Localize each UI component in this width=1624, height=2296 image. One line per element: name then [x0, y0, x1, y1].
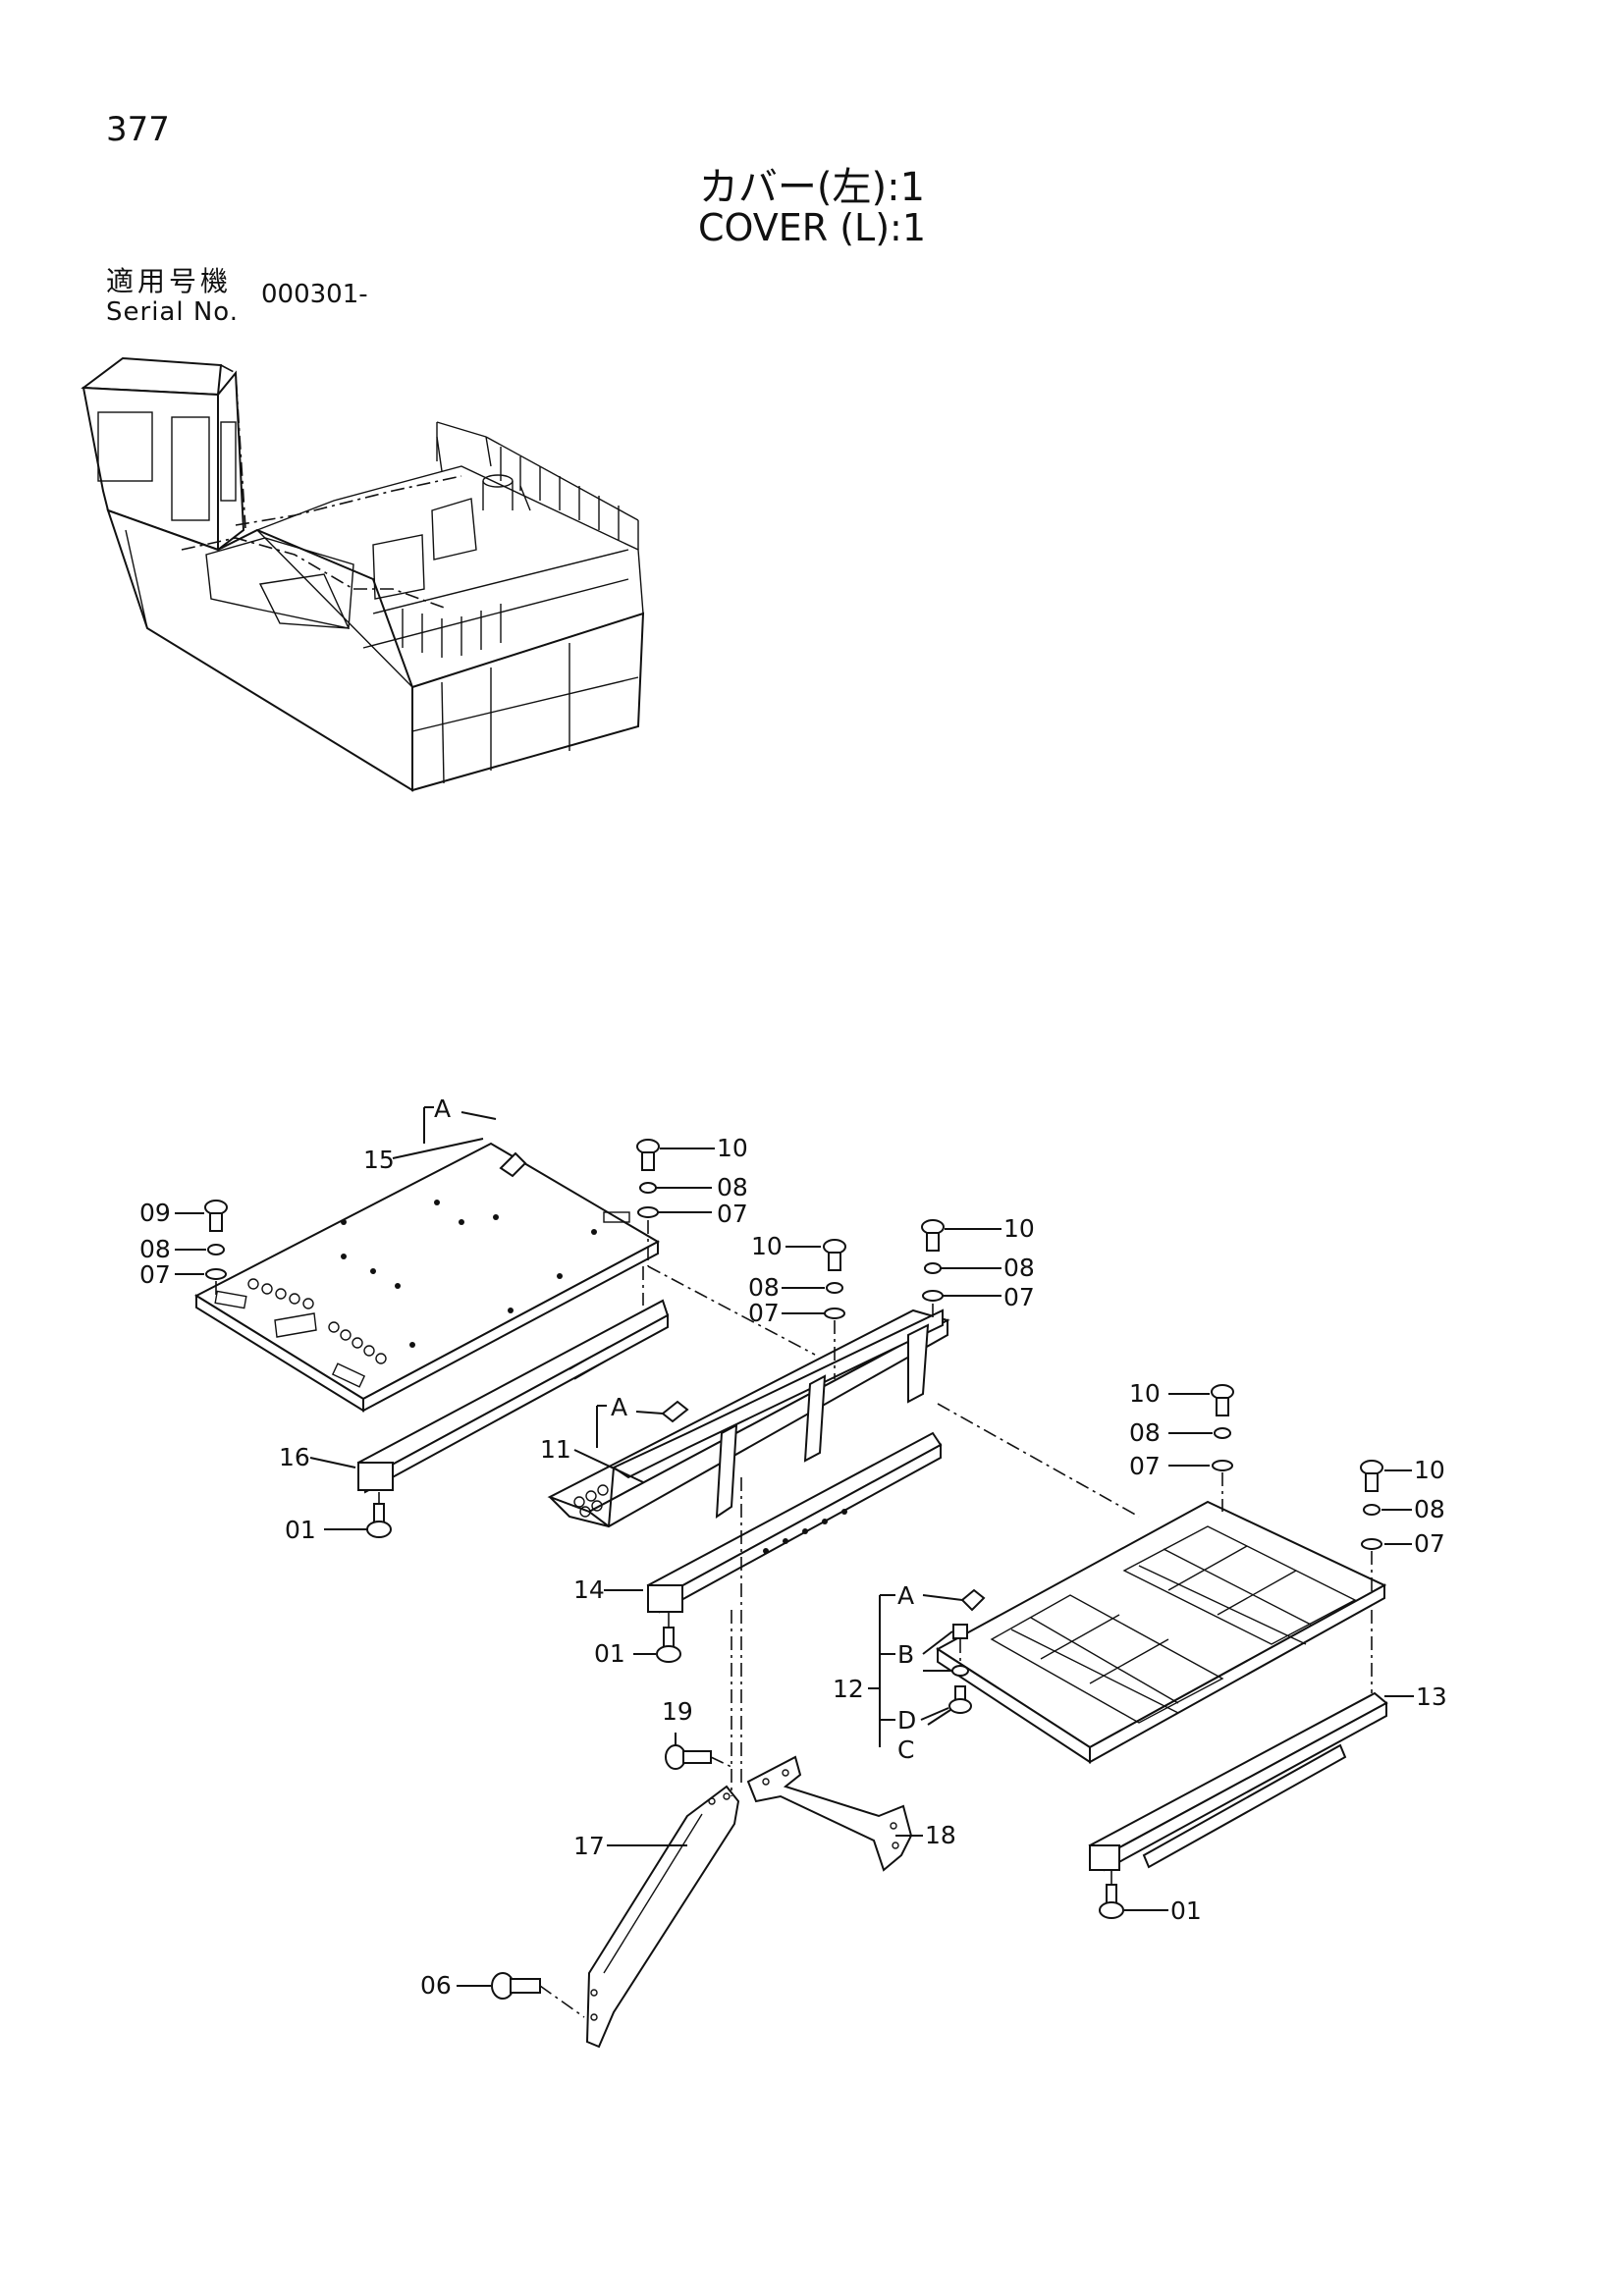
callout-10-b: 10 — [751, 1232, 783, 1260]
serial-label-english: Serial No. — [106, 297, 239, 327]
callout-07-a: 07 — [139, 1260, 171, 1289]
callout-01-b: 01 — [594, 1639, 625, 1668]
machine-overview-drawing — [81, 356, 645, 792]
callout-01-c: 01 — [1170, 1896, 1202, 1925]
part-17-bracket — [585, 1785, 740, 2049]
part-10-bolt-b — [823, 1239, 846, 1271]
part-06-bolt — [491, 1972, 541, 2000]
part-01-bolt-a — [366, 1503, 392, 1538]
callout-10-a: 10 — [717, 1134, 748, 1162]
callout-14: 14 — [573, 1575, 605, 1604]
part-07-washer-a — [205, 1268, 227, 1280]
callout-08-f: 08 — [1414, 1495, 1445, 1523]
callout-01-a: 01 — [285, 1516, 316, 1544]
callout-08-b: 08 — [717, 1173, 748, 1201]
part-18-bracket — [746, 1755, 913, 1872]
serial-label-japanese: 適用号機 — [106, 265, 233, 297]
part-01-bolt-c — [1099, 1884, 1124, 1919]
callout-10-c: 10 — [1003, 1214, 1035, 1243]
part-08-washer-b — [639, 1182, 657, 1194]
page-number: 377 — [106, 110, 170, 149]
callout-D: D — [897, 1706, 916, 1735]
callout-11: 11 — [540, 1435, 571, 1464]
part-07-washer-f — [1361, 1538, 1382, 1550]
part-07-washer-e — [1212, 1460, 1233, 1471]
callout-06: 06 — [420, 1971, 452, 2000]
part-10-bolt-a — [636, 1139, 660, 1171]
part-08-washer-d — [924, 1262, 942, 1274]
callout-B: B — [897, 1640, 914, 1669]
callout-17: 17 — [573, 1832, 605, 1860]
part-19-bolt — [665, 1744, 712, 1770]
callout-16: 16 — [279, 1443, 310, 1471]
callout-07-f: 07 — [1414, 1529, 1445, 1558]
callout-08-c: 08 — [748, 1273, 780, 1302]
title-japanese: カバー(左):1 — [698, 165, 926, 210]
title-english: COVER (L):1 — [697, 206, 927, 249]
part-10-bolt-c — [921, 1219, 945, 1252]
callout-18: 18 — [925, 1821, 956, 1849]
part-08-washer-e — [1214, 1427, 1231, 1439]
part-07-washer-b — [637, 1206, 659, 1218]
part-08-washer-a — [207, 1244, 225, 1255]
callout-10-e: 10 — [1414, 1456, 1445, 1484]
callout-12: 12 — [833, 1675, 864, 1703]
callout-08-d: 08 — [1003, 1254, 1035, 1282]
callout-08-a: 08 — [139, 1235, 171, 1263]
callout-08-e: 08 — [1129, 1418, 1161, 1447]
callout-A-11: A — [611, 1393, 627, 1421]
part-08-washer-c — [826, 1282, 843, 1294]
callout-C: C — [897, 1735, 914, 1764]
part-07-washer-c — [824, 1308, 845, 1319]
part-C-bolt — [948, 1685, 972, 1714]
part-07-washer-d — [922, 1290, 944, 1302]
serial-number-value: 000301- — [261, 280, 368, 309]
part-01-bolt-b — [656, 1627, 681, 1663]
callout-10-d: 10 — [1129, 1379, 1161, 1408]
callout-07-e: 07 — [1129, 1452, 1161, 1480]
callout-07-b: 07 — [717, 1200, 748, 1228]
callout-15: 15 — [363, 1146, 395, 1174]
callout-19: 19 — [662, 1697, 693, 1726]
part-D-washer — [951, 1665, 969, 1677]
callout-07-c: 07 — [748, 1299, 780, 1327]
part-10-bolt-d — [1211, 1384, 1234, 1416]
callout-A-12: A — [897, 1581, 914, 1610]
part-B-nut — [952, 1624, 968, 1639]
exploded-parts-drawing: A 15 10 08 07 09 08 07 16 01 10 08 07 10… — [139, 1095, 1447, 2049]
part-09-bolt — [204, 1200, 228, 1232]
part-08-washer-f — [1363, 1504, 1380, 1516]
part-10-bolt-e — [1360, 1460, 1383, 1492]
callout-13: 13 — [1416, 1682, 1447, 1711]
callout-A-15: A — [434, 1095, 451, 1123]
callout-09: 09 — [139, 1199, 171, 1227]
callout-07-d: 07 — [1003, 1283, 1035, 1311]
